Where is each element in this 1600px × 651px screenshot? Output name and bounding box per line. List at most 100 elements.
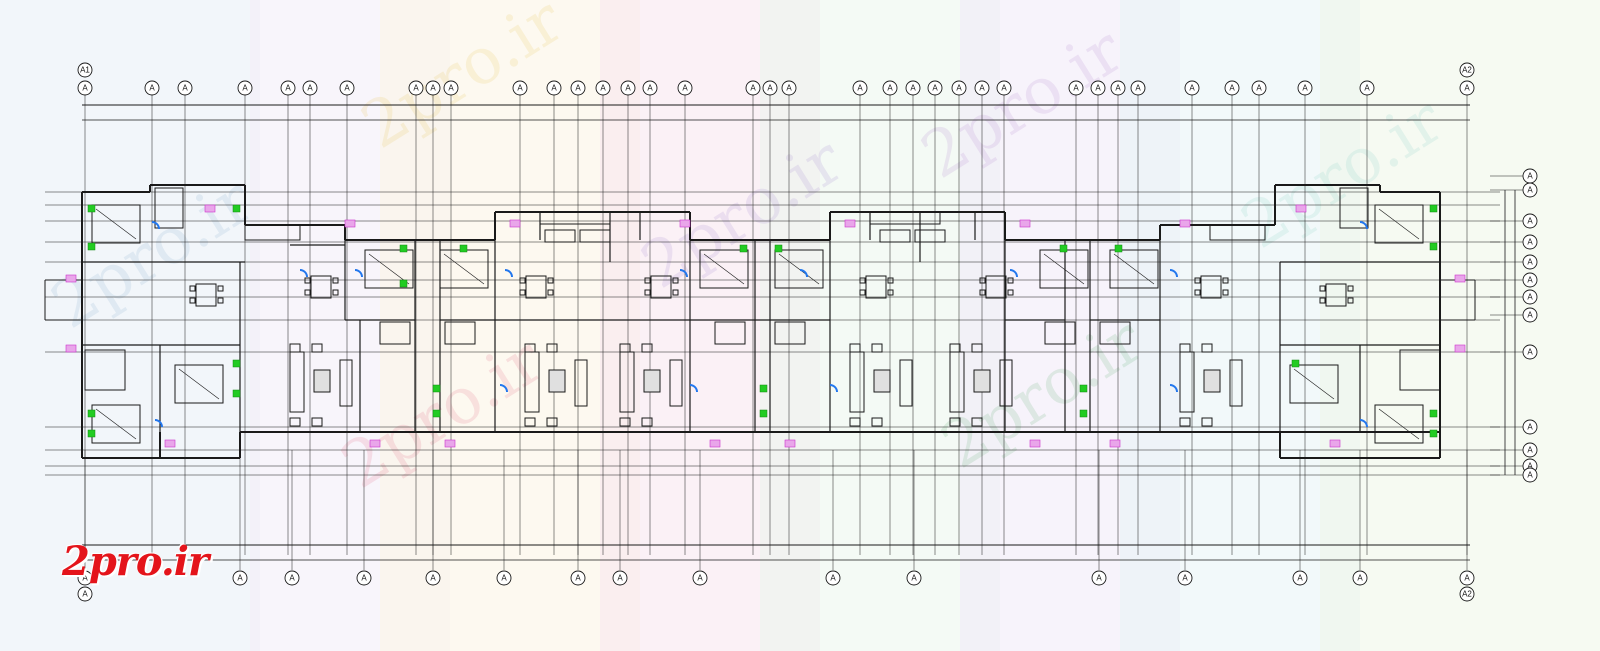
dining-chair <box>1194 277 1201 284</box>
watermark-text: 2pro.ir <box>629 123 856 303</box>
grid-bubble-bottom: A <box>692 570 708 586</box>
dining-chair <box>672 277 679 284</box>
armchair <box>971 417 983 427</box>
grid-bubble-label: A <box>1527 471 1533 480</box>
bathroom-fixture <box>444 321 476 345</box>
bed-sheet-fold <box>778 253 820 285</box>
fixture-marker-green <box>1291 359 1300 368</box>
grid-bubble-label: A <box>1464 574 1470 583</box>
armchair <box>524 343 536 353</box>
dining-chair <box>332 277 339 284</box>
fixture-marker-green <box>1429 242 1438 251</box>
grid-bubble-circle <box>1292 570 1308 586</box>
grid-bubble-label: A <box>82 590 88 599</box>
grid-bubble-bottom: A <box>825 570 841 586</box>
grid-bubble-circle <box>1090 80 1106 96</box>
grid-bubble-top: A <box>425 80 441 96</box>
grid-bubble-circle <box>906 570 922 586</box>
grid-bubble-label: A <box>517 84 523 93</box>
fixture-marker-magenta <box>164 439 176 448</box>
grid-bubble-bottom: A <box>906 570 922 586</box>
grid-bubble-circle <box>1522 419 1538 435</box>
dining-table <box>310 275 332 299</box>
coffee-table <box>1203 369 1221 393</box>
door-swing <box>1169 384 1178 393</box>
armchair <box>871 417 883 427</box>
grid-bubble-label: A <box>82 574 88 583</box>
grid-bubble-top: A <box>974 80 990 96</box>
grid-bubble-label: A <box>361 574 367 583</box>
dining-chair <box>217 297 224 304</box>
grid-bubble-label: A <box>551 84 557 93</box>
armchair <box>289 343 301 353</box>
fixture-marker-magenta <box>709 439 721 448</box>
grid-bubble-circle <box>762 80 778 96</box>
grid-bubble-label: A1 <box>80 66 90 75</box>
fixture-marker-green <box>432 409 441 418</box>
grid-bubble-circle <box>496 570 512 586</box>
grid-bubble-circle <box>546 80 562 96</box>
grid-bubble-right: A <box>1522 182 1538 198</box>
grid-bubble-circle <box>1522 272 1538 288</box>
fixture-marker-green <box>232 389 241 398</box>
dining-chair <box>1347 297 1354 304</box>
armchair <box>1179 343 1191 353</box>
fixture-marker-magenta <box>844 219 856 228</box>
grid-bubble-label: A <box>1527 258 1533 267</box>
armchair <box>871 343 883 353</box>
fixture-marker-green <box>87 429 96 438</box>
grid-bubble-right: A <box>1522 168 1538 184</box>
grid-bubble-top: A <box>302 80 318 96</box>
grid-bubble-top: A <box>546 80 562 96</box>
fixture-marker-green <box>232 204 241 213</box>
dining-table <box>195 283 217 307</box>
door-swing <box>499 384 508 393</box>
grid-bubble-label: A <box>1096 574 1102 583</box>
grid-bubble-top: A <box>781 80 797 96</box>
bed-sheet-fold <box>1113 253 1155 285</box>
grid-bubble-top: A <box>1297 80 1313 96</box>
grid-bubble-circle <box>570 80 586 96</box>
grid-bubble-bottom: A <box>612 570 628 586</box>
kitchen-counter <box>914 229 946 243</box>
grid-bubble-label: A <box>857 84 863 93</box>
grid-bubble-label: A <box>1527 311 1533 320</box>
fixture-marker-magenta <box>1029 439 1041 448</box>
grid-bubble-circle <box>339 80 355 96</box>
grid-bubble-circle <box>1522 289 1538 305</box>
grid-bubble-circle <box>1522 467 1538 483</box>
fixture-marker-magenta <box>65 274 77 283</box>
coffee-table <box>643 369 661 393</box>
grid-bubble-circle <box>882 80 898 96</box>
fixture-marker-magenta <box>65 344 77 353</box>
dining-chair <box>1222 277 1229 284</box>
bed-sheet-fold <box>443 253 485 285</box>
dining-chair <box>644 289 651 296</box>
grid-bubble-top: A <box>339 80 355 96</box>
coffee-table <box>973 369 991 393</box>
grid-bubble-circle <box>1459 80 1475 96</box>
door-swing <box>354 269 363 278</box>
dining-chair <box>1194 289 1201 296</box>
grid-bubble-bottom: A <box>1177 570 1193 586</box>
dining-table <box>865 275 887 299</box>
grid-bubble-circle <box>77 62 93 78</box>
bed <box>91 204 141 244</box>
bed-sheet-fold <box>703 253 745 285</box>
grid-bubble-label: A <box>647 84 653 93</box>
armchair <box>311 343 323 353</box>
armchair <box>1201 343 1213 353</box>
bed <box>774 249 824 289</box>
grid-bubble-label: A <box>956 84 962 93</box>
dining-chair <box>189 297 196 304</box>
fixture-marker-magenta <box>444 439 456 448</box>
grid-bubble-circle <box>677 80 693 96</box>
grid-bubble-circle <box>1352 570 1368 586</box>
grid-bubble-top: A <box>882 80 898 96</box>
kitchen-counter <box>539 211 611 225</box>
grid-bubble-label: A2 <box>1462 590 1472 599</box>
bed-sheet-fold <box>368 253 410 285</box>
grid-bubble-label: A <box>910 84 916 93</box>
grid-bubble-circle <box>825 570 841 586</box>
